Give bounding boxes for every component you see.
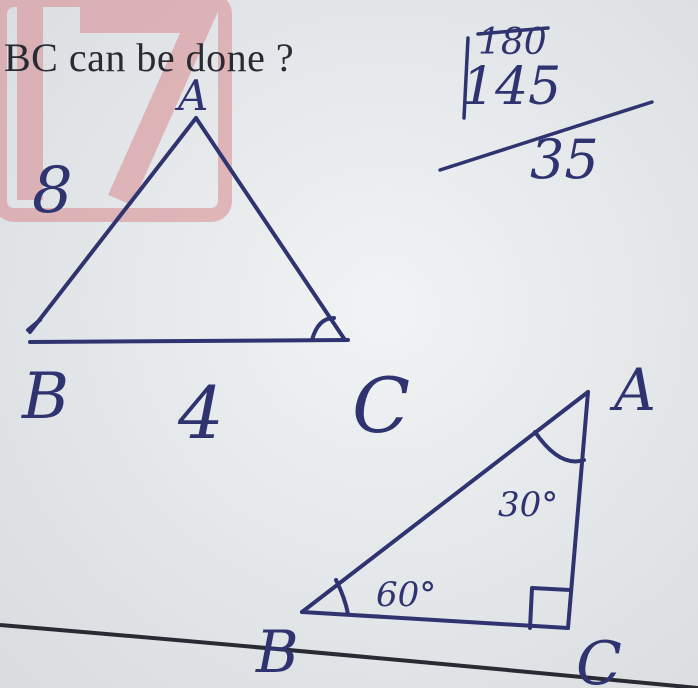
triangle-one-side-ac xyxy=(194,116,347,342)
triangle-two-vertex-b: B xyxy=(255,618,299,686)
triangle-one-side-bc xyxy=(28,338,350,344)
triangle-one-angle-c-mark xyxy=(310,316,336,342)
scratch-top-number: 180 xyxy=(478,22,547,63)
question-text: BC can be done ? xyxy=(4,35,295,80)
triangle-one-angle-b-mark xyxy=(26,318,42,332)
triangle-one-side-ab-length: 8 xyxy=(32,154,73,228)
triangle-two-angle-b-arc xyxy=(334,578,350,616)
triangle-one xyxy=(26,116,350,344)
triangle-one-vertex-b: B xyxy=(21,360,69,434)
scratch-middle-number: 145 xyxy=(462,57,561,117)
triangle-one-side-ab xyxy=(28,116,198,334)
triangle-two-vertex-c: C xyxy=(576,629,622,688)
triangle-two xyxy=(300,390,590,630)
triangle-two-vertex-a: A xyxy=(609,356,656,424)
triangle-one-vertex-c: C xyxy=(352,361,410,450)
scratch-strike xyxy=(476,26,550,36)
scratch-bracket xyxy=(462,36,470,120)
watermark-logo xyxy=(0,0,232,222)
triangle-two-angle-a-arc xyxy=(533,430,586,464)
scratch-result-number: 35 xyxy=(530,128,599,191)
triangle-two-angle-b-label: 60° xyxy=(376,575,436,615)
triangle-two-angle-a-label: 30° xyxy=(498,485,558,525)
triangle-one-vertex-a: A xyxy=(174,71,208,120)
triangle-two-right-angle-mark xyxy=(528,586,572,630)
scratch-calculation xyxy=(438,26,654,172)
page-edge-line xyxy=(0,623,698,688)
triangle-two-side-ab xyxy=(300,390,590,614)
scratch-divider-line xyxy=(438,100,654,172)
triangle-one-side-bc-length: 4 xyxy=(177,371,224,455)
